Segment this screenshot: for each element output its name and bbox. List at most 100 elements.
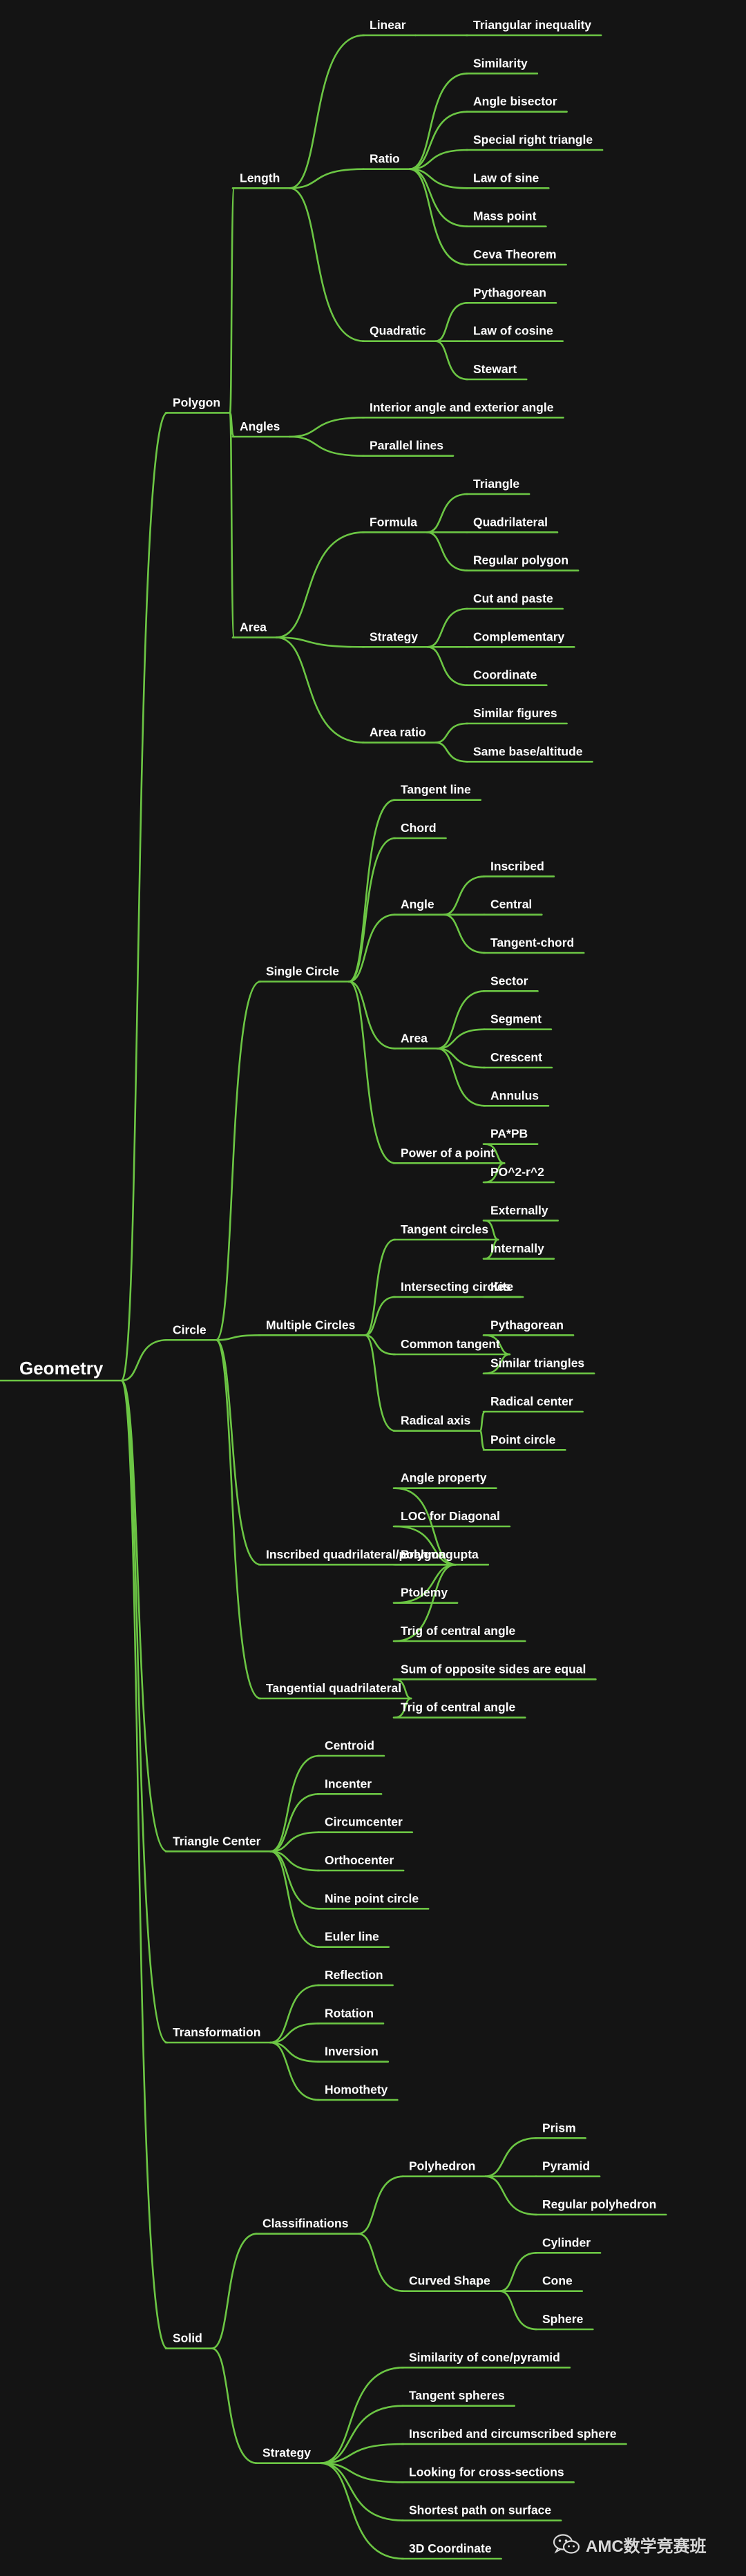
branch-connector	[394, 1564, 457, 1604]
branch-connector	[357, 2175, 405, 2235]
branch-connector	[434, 722, 469, 744]
node-tangent-spheres: Tangent spheres	[401, 2389, 516, 2407]
node-label: PO^2-r^2	[490, 1165, 544, 1179]
node-label: Tangent-chord	[490, 936, 574, 949]
node-inversion: Inversion	[316, 2045, 390, 2063]
branch-connector	[215, 1334, 262, 1341]
node-label: Pyramid	[542, 2159, 590, 2173]
node-label: 3D Coordinate	[409, 2541, 492, 2555]
node-same-base-altitude: Same base/altitude	[465, 744, 593, 763]
node-similar-triangles: Similar triangles	[482, 1356, 595, 1374]
branch-connector	[269, 2041, 321, 2101]
branch-connector	[479, 1430, 486, 1451]
node-length: Length	[231, 171, 291, 189]
node-similar-figures: Similar figures	[465, 706, 568, 725]
node-label: Pythagorean	[473, 285, 546, 299]
node-parallel-lines: Parallel lines	[361, 439, 455, 457]
node-ptolemy: Ptolemy	[392, 1586, 459, 1604]
node-pa-pb: PA*PB	[482, 1127, 539, 1145]
node-3d-coordinate: 3D Coordinate	[401, 2541, 502, 2560]
node-label: Strategy	[370, 629, 418, 643]
branch-connector	[364, 1334, 396, 1432]
node-mass-point: Mass point	[465, 209, 547, 227]
node-label: Inscribed and circumscribed sphere	[409, 2427, 617, 2441]
node-regular-polyhedron: Regular polyhedron	[534, 2197, 667, 2216]
node-radical-center: Radical center	[482, 1394, 584, 1413]
branch-connector	[289, 34, 365, 189]
node-label: Brahmagupta	[401, 1547, 479, 1561]
branch-connector	[289, 417, 365, 438]
node-similarity: Similarity	[465, 56, 539, 75]
node-shortest-path-on-surface: Shortest path on surface	[401, 2503, 562, 2521]
node-label: Interior angle and exterior angle	[370, 400, 554, 414]
branch-connector	[229, 412, 236, 638]
node-cut-and-paste: Cut and paste	[465, 591, 564, 610]
node-label: Law of cosine	[473, 324, 553, 338]
node-label: Triangle	[473, 477, 519, 491]
branch-connector	[120, 1379, 169, 1853]
node-label: Law of sine	[473, 171, 539, 184]
node-label: Externally	[490, 1203, 548, 1217]
node-tangent-circles: Tangent circles	[392, 1222, 499, 1241]
branch-connector	[434, 302, 469, 342]
node-chord: Chord	[392, 821, 447, 840]
node-label: Formula	[370, 515, 417, 529]
node-label: Orthocenter	[325, 1853, 394, 1867]
node-label: Central	[490, 898, 532, 911]
node-label: Tangent line	[401, 783, 471, 797]
branch-connector	[425, 493, 469, 533]
branch-connector	[289, 435, 365, 457]
branch-connector	[319, 2462, 405, 2521]
node-label: Special right triangle	[473, 133, 593, 146]
branch-connector	[319, 2462, 405, 2560]
node-angles: Angles	[231, 419, 291, 438]
node-cylinder: Cylinder	[534, 2235, 602, 2254]
node-power-of-a-point: Power of a point	[392, 1146, 506, 1164]
branch-connector	[436, 990, 486, 1050]
node-annulus: Annulus	[482, 1088, 550, 1107]
node-loc-for-diagonal: LOC for Diagonal	[392, 1509, 511, 1528]
branch-connector	[408, 111, 469, 170]
branch-connector	[289, 168, 365, 189]
node-label: Chord	[401, 821, 437, 835]
node-label: Transformation	[173, 2025, 260, 2039]
root-label: Geometry	[19, 1358, 104, 1379]
node-looking-for-cross-sections: Looking for cross-sections	[401, 2465, 575, 2483]
node-label: Circle	[173, 1323, 207, 1336]
node-label: Angle property	[401, 1471, 487, 1485]
branch-connector	[211, 2233, 258, 2349]
node-rotation: Rotation	[316, 2006, 385, 2025]
node-trig-of-central-angle: Trig of central angle	[392, 1624, 526, 1642]
branch-connector	[434, 741, 469, 763]
node-regular-polygon: Regular polygon	[465, 553, 580, 571]
node-label: Coordinate	[473, 668, 537, 682]
node-label: Euler line	[325, 1930, 379, 1944]
node-inscribed-and-circumscribed-sphere: Inscribed and circumscribed sphere	[401, 2427, 627, 2445]
node-triangle: Triangle	[465, 477, 530, 495]
node-label: Annulus	[490, 1088, 539, 1102]
branch-connector	[215, 981, 262, 1341]
node-label: Cone	[542, 2274, 573, 2288]
node-label: Centroid	[325, 1739, 374, 1752]
node-label: Area ratio	[370, 726, 426, 739]
node-transformation: Transformation	[164, 2025, 271, 2044]
branch-connector	[443, 875, 486, 916]
node-label: Trig of central angle	[401, 1701, 516, 1714]
node-interior-angle-and-exterior-angle: Interior angle and exterior angle	[361, 400, 564, 419]
node-label: Inscribed quadrilateral/polygon	[266, 1547, 446, 1561]
node-label: Nine point circle	[325, 1891, 419, 1905]
branch-connector	[269, 2041, 321, 2063]
branch-connector	[269, 1793, 321, 1853]
branch-connector	[289, 187, 365, 342]
wechat-icon	[553, 2534, 580, 2554]
node-triangle-center: Triangle Center	[164, 1834, 271, 1853]
node-incenter: Incenter	[316, 1777, 383, 1795]
branch-connector	[275, 636, 365, 648]
node-label: Tangential quadrilateral	[266, 1681, 401, 1695]
node-tangent-chord: Tangent-chord	[482, 936, 585, 954]
node-label: Prism	[542, 2121, 576, 2134]
node-externally: Externally	[482, 1203, 559, 1222]
node-circumcenter: Circumcenter	[316, 1815, 414, 1833]
